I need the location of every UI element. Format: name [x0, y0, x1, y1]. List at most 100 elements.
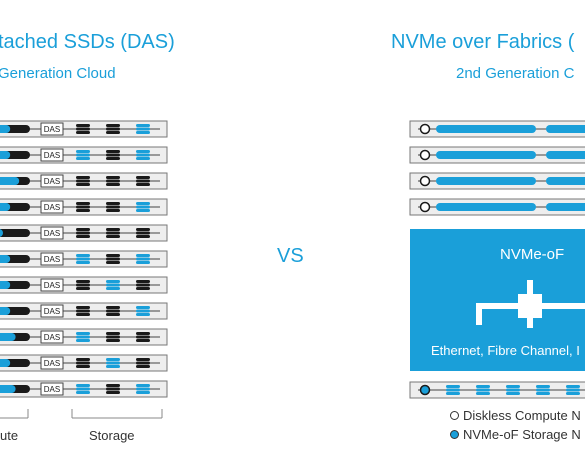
storage-disk-icon [566, 385, 580, 395]
fabric-connector-icon [476, 280, 585, 328]
nvmeof-fabric-box [410, 229, 585, 371]
das-server-row: DAS [0, 224, 168, 242]
compute-load-fill [0, 307, 11, 315]
das-box [40, 278, 64, 292]
storage-disk-icon [106, 202, 120, 212]
das-label: DAS [44, 359, 60, 368]
das-server-row: DAS [0, 328, 168, 346]
storage-disk-icon [136, 254, 150, 264]
storage-disk-icon [76, 176, 90, 186]
diskless-compute-row [409, 146, 585, 164]
das-server-row: DAS [0, 276, 168, 294]
das-label: DAS [44, 229, 60, 238]
storage-disk-icon [76, 124, 90, 134]
das-box [40, 330, 64, 344]
das-box [40, 252, 64, 266]
compute-caption: ute [0, 428, 19, 443]
das-label: DAS [44, 281, 60, 290]
compute-load-fill [0, 177, 20, 185]
compute-load-fill [0, 281, 11, 289]
das-label: DAS [44, 307, 60, 316]
das-server-row: DAS [0, 146, 168, 164]
storage-disk-icon [506, 385, 520, 395]
das-box [40, 148, 64, 162]
compute-bar [546, 125, 585, 133]
diskless-compute-row [409, 120, 585, 138]
storage-caption: Storage [89, 428, 135, 443]
storage-disk-icon [136, 202, 150, 212]
das-title: tached SSDs (DAS) [0, 31, 175, 53]
diskless-compute-rows [409, 120, 585, 216]
compute-bar [436, 203, 536, 211]
compute-bar [436, 125, 536, 133]
das-box [40, 356, 64, 370]
das-server-row: DAS [0, 172, 168, 190]
storage-disk-icon [136, 124, 150, 134]
storage-disk-icon [76, 202, 90, 212]
compute-bar [546, 203, 585, 211]
legend-storage: NVMe-oF Storage N [450, 428, 581, 441]
compute-load-fill [0, 151, 11, 159]
das-subtitle: Generation Cloud [0, 65, 116, 82]
storage-disk-icon [106, 306, 120, 316]
storage-disk-icon [106, 124, 120, 134]
nvmeof-title: NVMe over Fabrics ( [391, 31, 575, 53]
storage-disk-icon [106, 176, 120, 186]
das-box [40, 304, 64, 318]
legend-compute: Diskless Compute N [450, 409, 581, 422]
das-label: DAS [44, 333, 60, 342]
compute-bar [436, 177, 536, 185]
storage-disk-icon [446, 385, 460, 395]
legend-compute-label: Diskless Compute N [463, 408, 581, 423]
storage-disk-icon [76, 306, 90, 316]
diskless-compute-row [409, 172, 585, 190]
legend-storage-label: NVMe-oF Storage N [463, 427, 581, 442]
das-label: DAS [44, 151, 60, 160]
das-box [40, 200, 64, 214]
storage-disk-icon [106, 254, 120, 264]
storage-disk-icon [106, 332, 120, 342]
hollow-circle-icon [450, 411, 459, 420]
das-box [40, 122, 64, 136]
storage-disk-icon [106, 358, 120, 368]
storage-disk-icon [136, 384, 150, 394]
storage-disk-icon [76, 358, 90, 368]
compute-bar [546, 151, 585, 159]
diskless-compute-row [409, 198, 585, 216]
fabric-types-label: Ethernet, Fibre Channel, I [431, 343, 580, 358]
compute-node-icon [419, 149, 431, 161]
storage-disk-icon [76, 150, 90, 160]
compute-node-icon [419, 201, 431, 213]
filled-circle-icon [450, 430, 459, 439]
compute-node-icon [419, 175, 431, 187]
das-server-row: DAS [0, 198, 168, 216]
compute-load-fill [0, 229, 3, 237]
storage-disk-icon [76, 228, 90, 238]
storage-disk-icon [136, 306, 150, 316]
nvmeof-box-label: NVMe-oF [500, 246, 565, 263]
nvmeof-subtitle: 2nd Generation C [456, 65, 575, 82]
storage-disk-icon [136, 150, 150, 160]
storage-disk-icon [536, 385, 550, 395]
storage-disk-icon [136, 280, 150, 290]
compute-bracket [0, 409, 29, 419]
storage-bracket [71, 409, 163, 419]
storage-disk-icon [106, 228, 120, 238]
das-box [40, 226, 64, 240]
compute-load-fill [0, 203, 11, 211]
das-box [40, 382, 64, 396]
storage-disk-icon [106, 384, 120, 394]
das-server-row: DAS [0, 250, 168, 268]
compute-node-icon [419, 123, 431, 135]
compute-load-fill [0, 359, 11, 367]
storage-disk-icon [106, 280, 120, 290]
das-label: DAS [44, 177, 60, 186]
compute-load-fill [0, 125, 11, 133]
compute-bar [436, 151, 536, 159]
nvmeof-storage-row [409, 381, 585, 399]
storage-disk-icon [76, 384, 90, 394]
storage-disk-icon [76, 254, 90, 264]
das-label: DAS [44, 255, 60, 264]
